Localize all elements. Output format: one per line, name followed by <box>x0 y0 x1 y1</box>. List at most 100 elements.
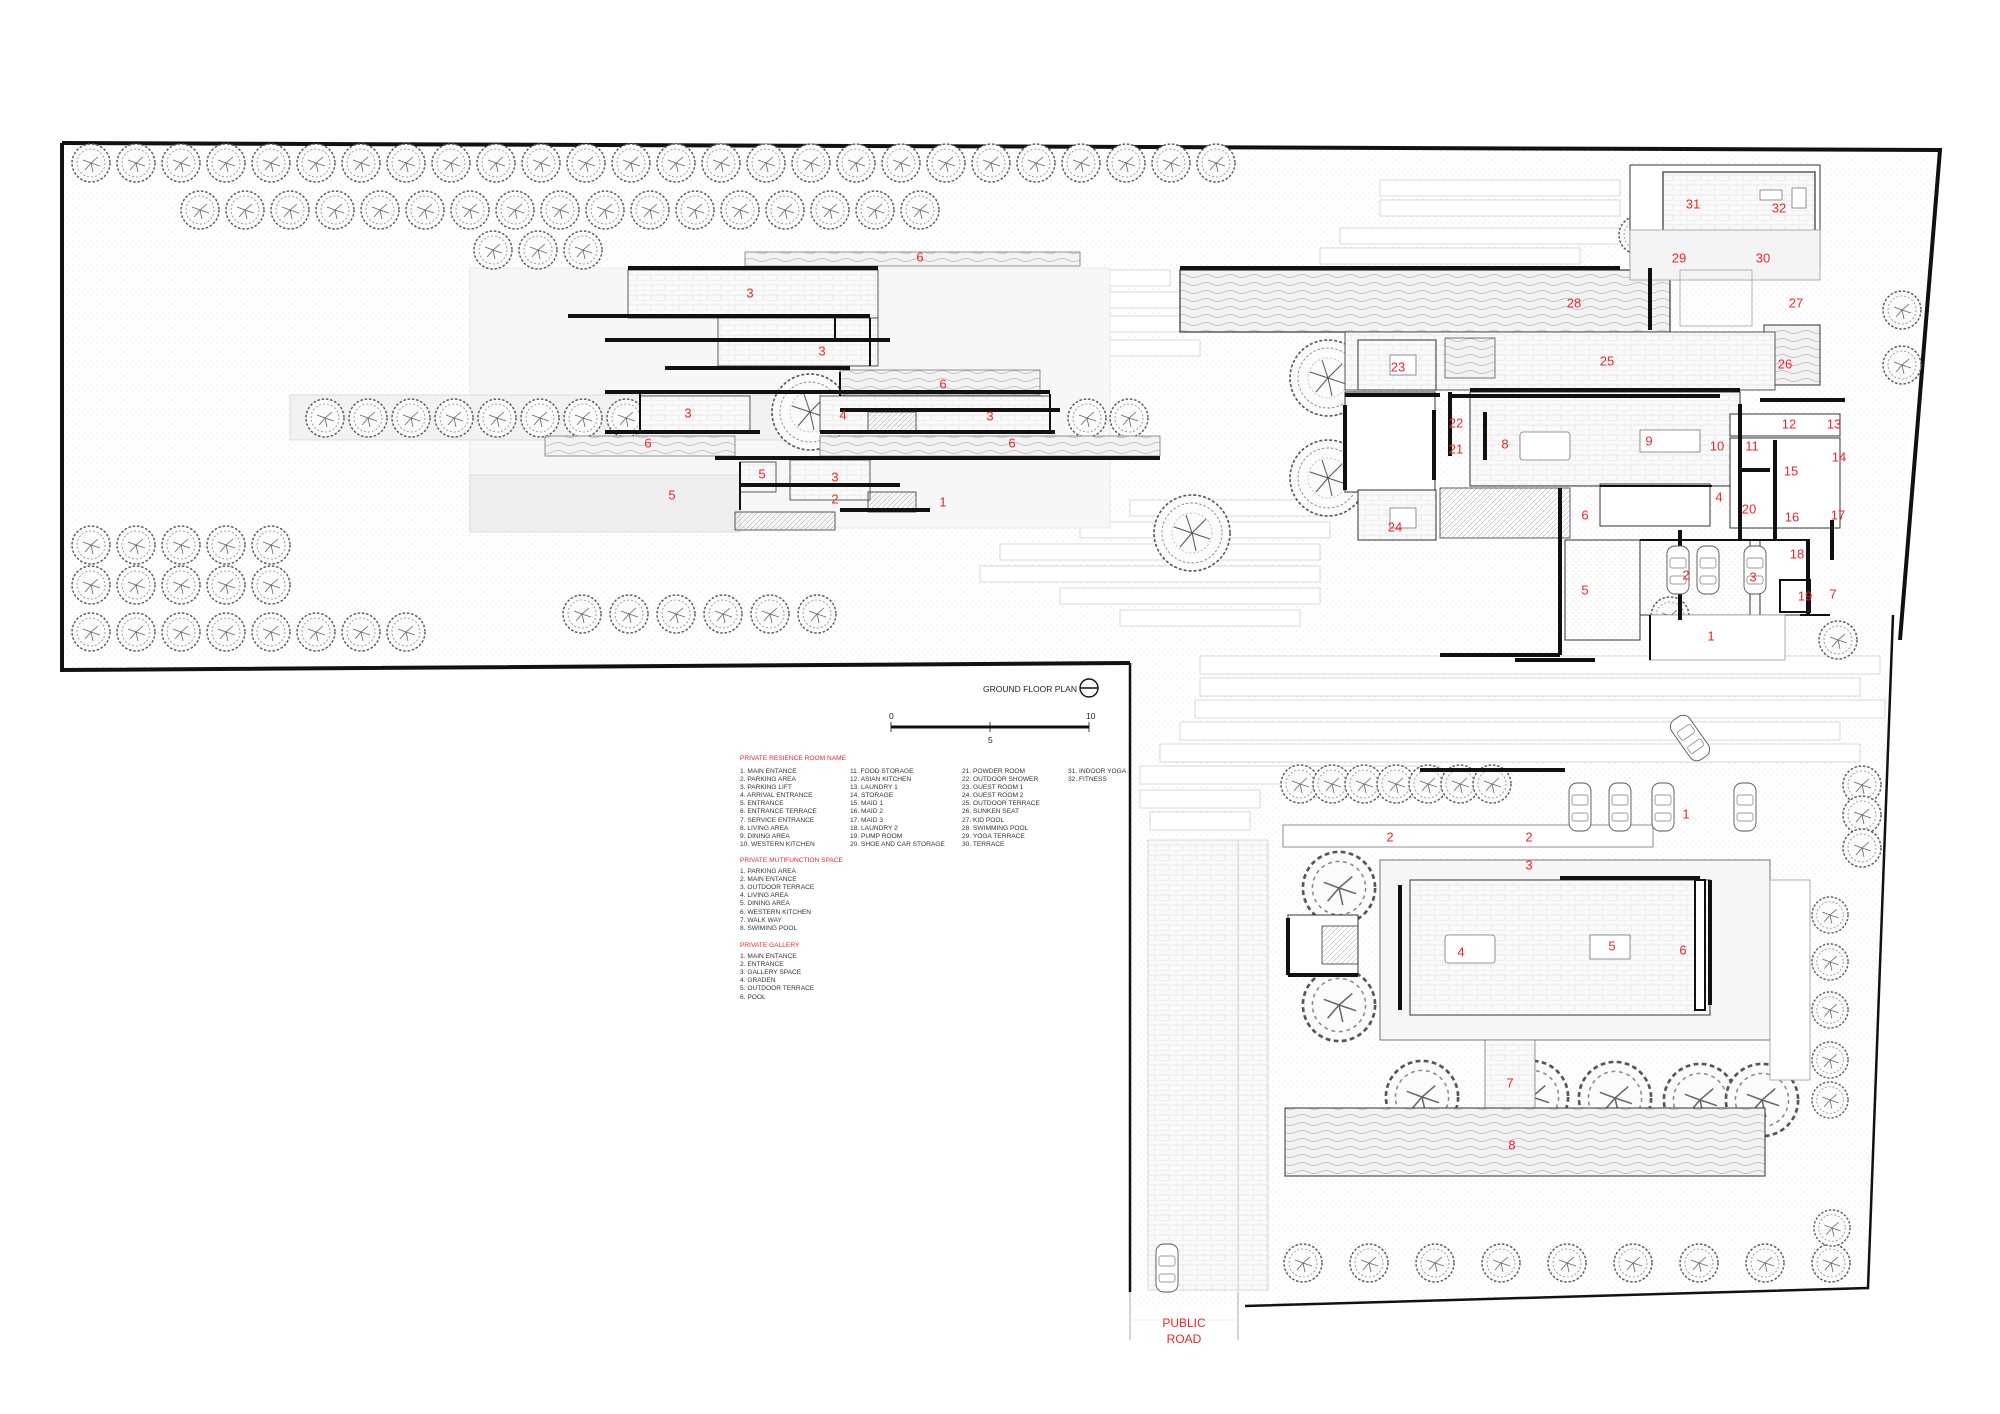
legend-item: 6. WESTERN KITCHEN <box>740 908 812 916</box>
tree-icon <box>1016 143 1056 183</box>
legend-item: 13. LAUNDRY 1 <box>850 784 898 792</box>
gallery-room-label: 3 <box>746 285 753 300</box>
legend-item: 22. OUTDOOR SHOWER <box>962 776 1039 784</box>
legend-item: 10. WESTERN KITCHEN <box>740 840 815 848</box>
tree-icon <box>161 525 201 565</box>
tree-icon <box>611 143 651 183</box>
legend-item: 29. YOGA TERRACE <box>962 832 1025 840</box>
tree-icon <box>1811 943 1849 981</box>
gallery-room-label: 3 <box>818 343 825 358</box>
legend-item: 26. SUNKEN SEAT <box>962 808 1020 816</box>
residence-room-label: 4 <box>1715 489 1722 504</box>
scale-bar: 0 5 10 <box>889 711 1096 745</box>
legend-item: 31. INDOOR YOGA <box>1068 768 1127 775</box>
residence-room-label: 12 <box>1782 416 1796 431</box>
legend-item: 1. PARKING AREA <box>740 868 796 876</box>
tree-icon <box>116 565 156 605</box>
tree-icon <box>296 143 336 183</box>
tree-icon <box>71 565 111 605</box>
legend-item: 32. FITNESS <box>1068 776 1107 784</box>
legend-item: 1. MAIN ENTANCE <box>740 953 797 961</box>
large-tree-icon <box>1153 494 1231 572</box>
legend-item: 3. PARKING LIFT <box>740 784 792 792</box>
legend-item: 6. ENTRANCE TERRACE <box>740 808 817 816</box>
gallery-room-label: 6 <box>1008 435 1015 450</box>
paving-stripes <box>959 179 1886 831</box>
gallery-room-label: 5 <box>758 466 765 481</box>
legend-item: 27. KID POOL <box>962 816 1005 824</box>
tree-icon <box>473 230 513 270</box>
tree-icon <box>180 190 220 230</box>
residence-room-label: 5 <box>1581 582 1588 597</box>
tree-icon <box>520 398 560 438</box>
multifunction-room-label: 7 <box>1506 1075 1513 1090</box>
tree-icon <box>1882 290 1922 330</box>
multifunction-room-label: 2 <box>1386 829 1393 844</box>
tree-icon <box>1106 143 1146 183</box>
tree-icon <box>251 565 291 605</box>
tree-icon <box>791 143 831 183</box>
gallery-room-label: 6 <box>644 435 651 450</box>
tree-icon <box>71 143 111 183</box>
tree-icon <box>1811 1243 1851 1283</box>
residence-room-label: 27 <box>1789 295 1803 310</box>
large-tree-icon <box>1301 967 1377 1043</box>
residence-room-label: 20 <box>1742 501 1756 516</box>
gallery-room-label: 5 <box>668 487 675 502</box>
legend-item: 5. OUTDOOR TERRACE <box>740 985 815 993</box>
legend-item: 7. WALK WAY <box>740 916 782 924</box>
residence-room-label: 28 <box>1567 295 1581 310</box>
residence-room-label: 3 <box>1749 569 1756 584</box>
tree-icon <box>225 190 265 230</box>
tree-icon <box>116 143 156 183</box>
legend-item: 18. LAUNDRY 2 <box>850 824 898 832</box>
gallery-room-label: 3 <box>684 405 691 420</box>
tree-icon <box>1811 1041 1849 1079</box>
tree-icon <box>71 525 111 565</box>
tree-icon <box>305 398 345 438</box>
tree-icon <box>341 143 381 183</box>
tree-icon <box>1745 1243 1785 1283</box>
tree-icon <box>1061 143 1101 183</box>
residence-room-label: 22 <box>1449 415 1463 430</box>
legend-item: 12. ASIAN KITCHEN <box>850 776 912 784</box>
tree-icon <box>1842 795 1882 835</box>
scale-tick: 5 <box>988 735 993 745</box>
tree-icon <box>206 143 246 183</box>
residence-room-label: 11 <box>1745 438 1759 453</box>
tree-icon <box>206 612 246 652</box>
large-tree-icon <box>1301 850 1377 926</box>
legend-item: 4. LIVING AREA <box>740 892 789 900</box>
legend-item: 8. LIVING AREA <box>740 824 789 832</box>
multifunction-room-label: 5 <box>1608 938 1615 953</box>
legend-residence: PRIVATE RESIENCE ROOM NAME 1. MAIN ENTAN… <box>740 755 1126 848</box>
tree-icon <box>1481 1243 1521 1283</box>
residence-room-label: 30 <box>1756 250 1770 265</box>
legend-item: 2. ENTRANCE <box>740 961 784 969</box>
scale-tick: 10 <box>1086 711 1096 721</box>
tree-icon <box>881 143 921 183</box>
plan-title: GROUND FLOOR PLAN <box>983 684 1077 694</box>
tree-icon <box>71 612 111 652</box>
tree-icon <box>386 143 426 183</box>
tree-icon <box>296 612 336 652</box>
legend-item: 15. MAID 1 <box>850 800 883 808</box>
residence-room-label: 21 <box>1449 441 1463 456</box>
tree-icon <box>116 525 156 565</box>
legend-item: 30. TERRACE <box>962 840 1005 848</box>
residence-room-label: 32 <box>1772 200 1786 215</box>
multifunction-room-label: 4 <box>1457 944 1464 959</box>
tree-icon <box>251 525 291 565</box>
legend-item: 2. PARKING AREA <box>740 776 796 784</box>
tree-icon <box>540 190 580 230</box>
tree-icon <box>746 143 786 183</box>
tree-icon <box>431 143 471 183</box>
residence-room-label: 2 <box>1682 567 1689 582</box>
legend-item: 6. POOL <box>740 993 766 1001</box>
legend-item: 17. MAID 3 <box>850 816 883 824</box>
gallery-room-label: 3 <box>831 469 838 484</box>
